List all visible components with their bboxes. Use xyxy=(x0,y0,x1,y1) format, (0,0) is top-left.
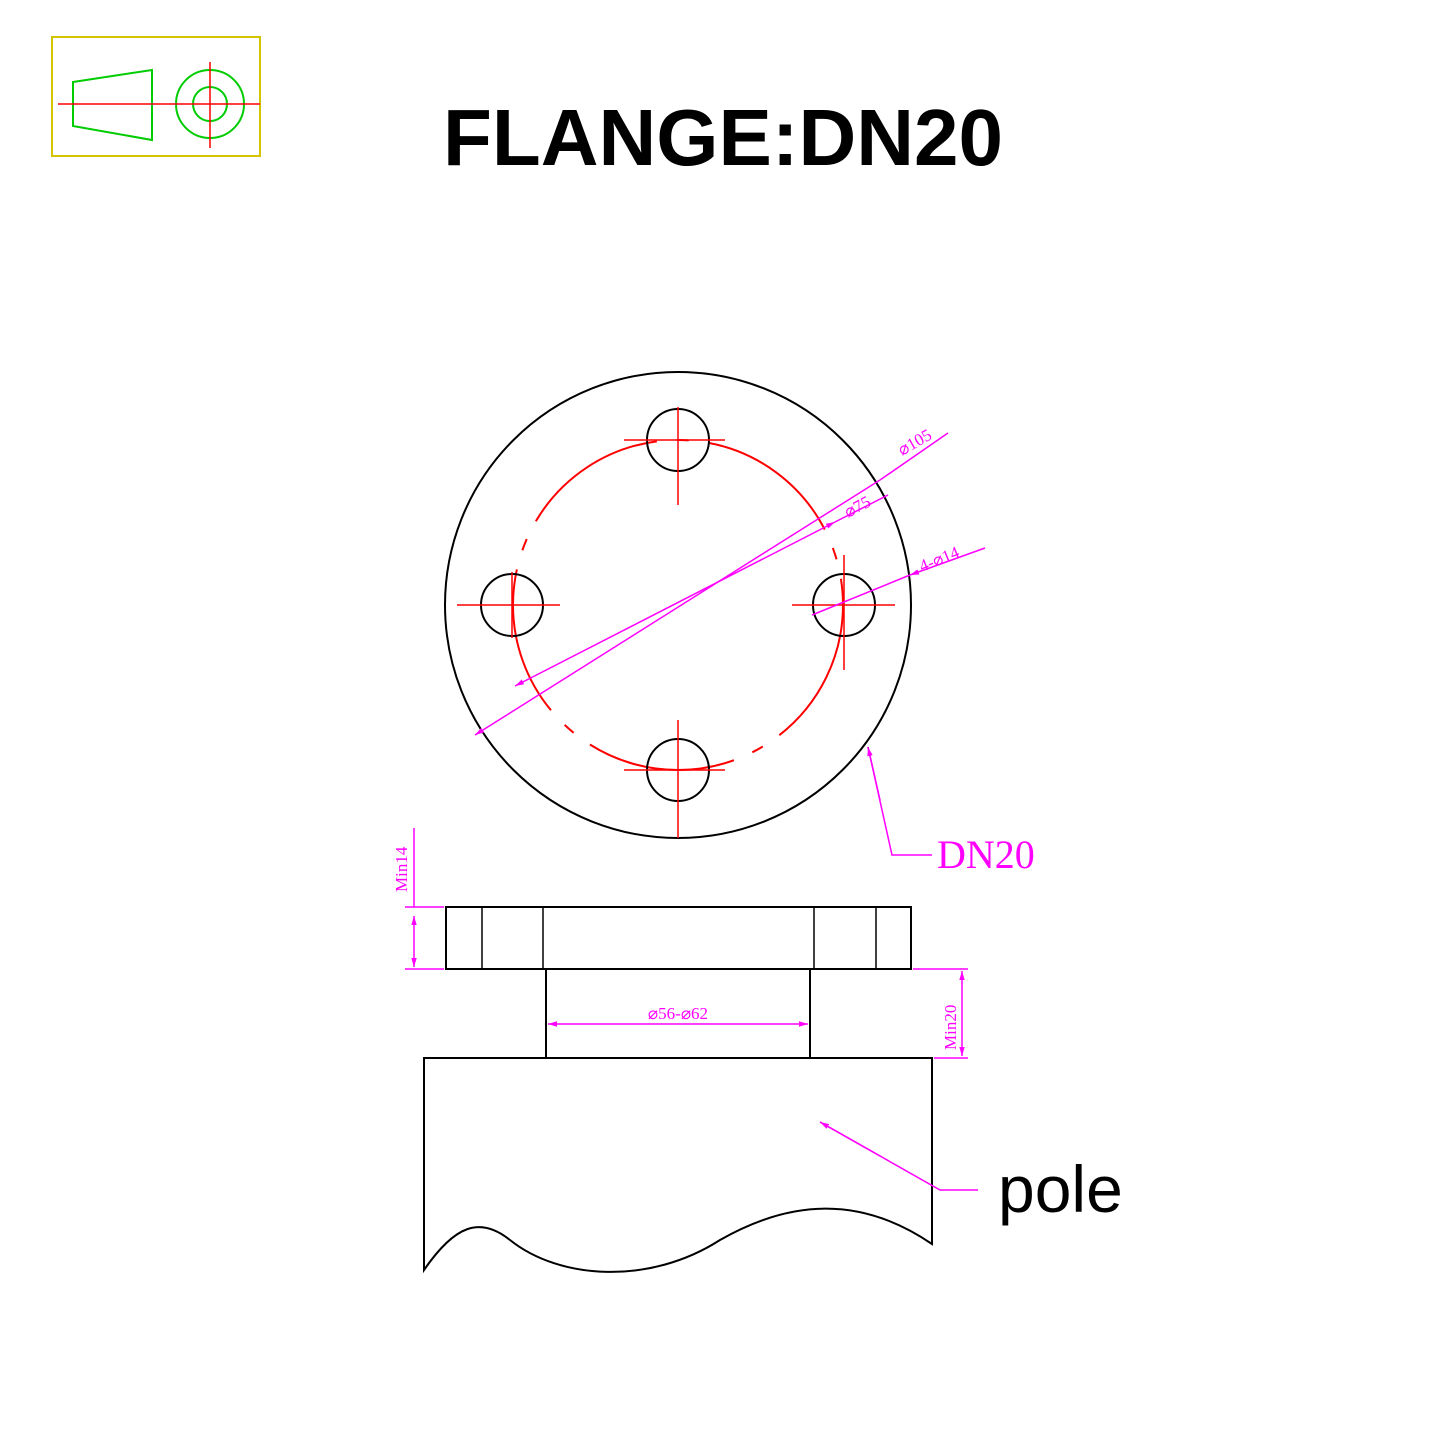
pole-label: pole xyxy=(998,1152,1123,1226)
flange-thickness-dimension xyxy=(405,828,444,970)
size-leader-line xyxy=(867,746,932,856)
page-title: FLANGE:DN20 xyxy=(443,93,1003,182)
diameter-dimensions xyxy=(474,432,986,736)
flange-top-view: ⌀105 ⌀75 4-⌀14 DN20 xyxy=(444,371,1035,877)
bolt-hole-hidden-lines xyxy=(481,907,877,969)
flange-side-view: Min14 Min20 ⌀56-⌀62 pole xyxy=(392,828,1123,1274)
flange-plate xyxy=(445,906,912,970)
third-angle-projection-icon xyxy=(51,36,261,157)
flange-thickness-label: Min14 xyxy=(392,846,411,892)
bolt-holes-label: 4-⌀14 xyxy=(916,542,962,575)
pole-body xyxy=(423,1057,933,1274)
neck-height-dimension xyxy=(913,968,968,1059)
neck-diameter-label: ⌀56-⌀62 xyxy=(648,1004,708,1023)
neck-height-label: Min20 xyxy=(941,1005,960,1050)
size-label: DN20 xyxy=(937,832,1035,877)
outer-diameter-label: ⌀105 xyxy=(895,425,935,459)
pole-leader-line xyxy=(819,1121,978,1191)
